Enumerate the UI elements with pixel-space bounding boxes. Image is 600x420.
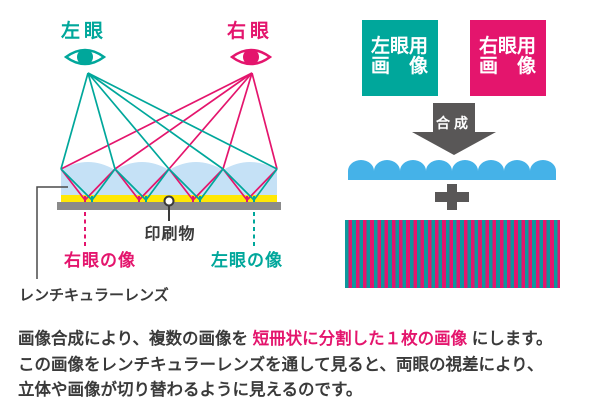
right-eye-image-label: 右眼の像 [64, 250, 136, 270]
lenticular-lens-label: レンチキュラーレンズ [19, 286, 169, 304]
caption-line1: 画像合成により、複数の画像を 短冊状に分割した１枚の画像 にします。 [18, 330, 553, 348]
right-eye-icon [229, 48, 273, 66]
merge-arrow-head-icon [412, 132, 496, 155]
caption-text: 画像合成により、複数の画像を 短冊状に分割した１枚の画像 にします。 この画像を… [18, 327, 596, 404]
right-eye-image-box-line1: 右眼用 [479, 36, 537, 57]
left-eye-icon [63, 48, 107, 66]
caption-highlight: 短冊状に分割した１枚の画像 [252, 330, 468, 348]
printed-matter-label: 印刷物 [144, 224, 195, 243]
merge-arrow-label: 合成 [436, 115, 472, 131]
lenticular-sheet-icon [348, 160, 556, 180]
left-eye-rays [60, 72, 278, 202]
lenticular-side-view-diagram: 左眼 右眼 印刷物 右眼の像 左眼の像 レンチキュラーレンズ [19, 19, 283, 304]
caption-line3: 立体や画像が切り替わるように見えるのです。 [18, 381, 363, 399]
left-eye-image-box-line2: 画 像 [371, 56, 429, 77]
caption-line2: この画像をレンチキュラーレンズを通して見ると、両眼の視差により、 [18, 355, 544, 374]
merge-arrow-shaft [433, 103, 475, 133]
right-eye-image-box-line2: 画 像 [479, 56, 537, 77]
right-eye-image-box: 右眼用 画 像 [470, 20, 546, 96]
composited-striped-image [345, 220, 560, 288]
printed-matter-pointer [163, 195, 175, 221]
left-eye-image-box: 左眼用 画 像 [362, 20, 438, 96]
lenticular-lens-pointer [36, 186, 68, 279]
plus-icon-vertical-bar [447, 184, 457, 210]
left-eye-label: 左眼 [61, 19, 107, 42]
left-eye-image-label: 左眼の像 [211, 250, 283, 270]
right-eye-label: 右眼 [226, 19, 273, 42]
left-eye-image-box-line1: 左眼用 [371, 36, 429, 57]
